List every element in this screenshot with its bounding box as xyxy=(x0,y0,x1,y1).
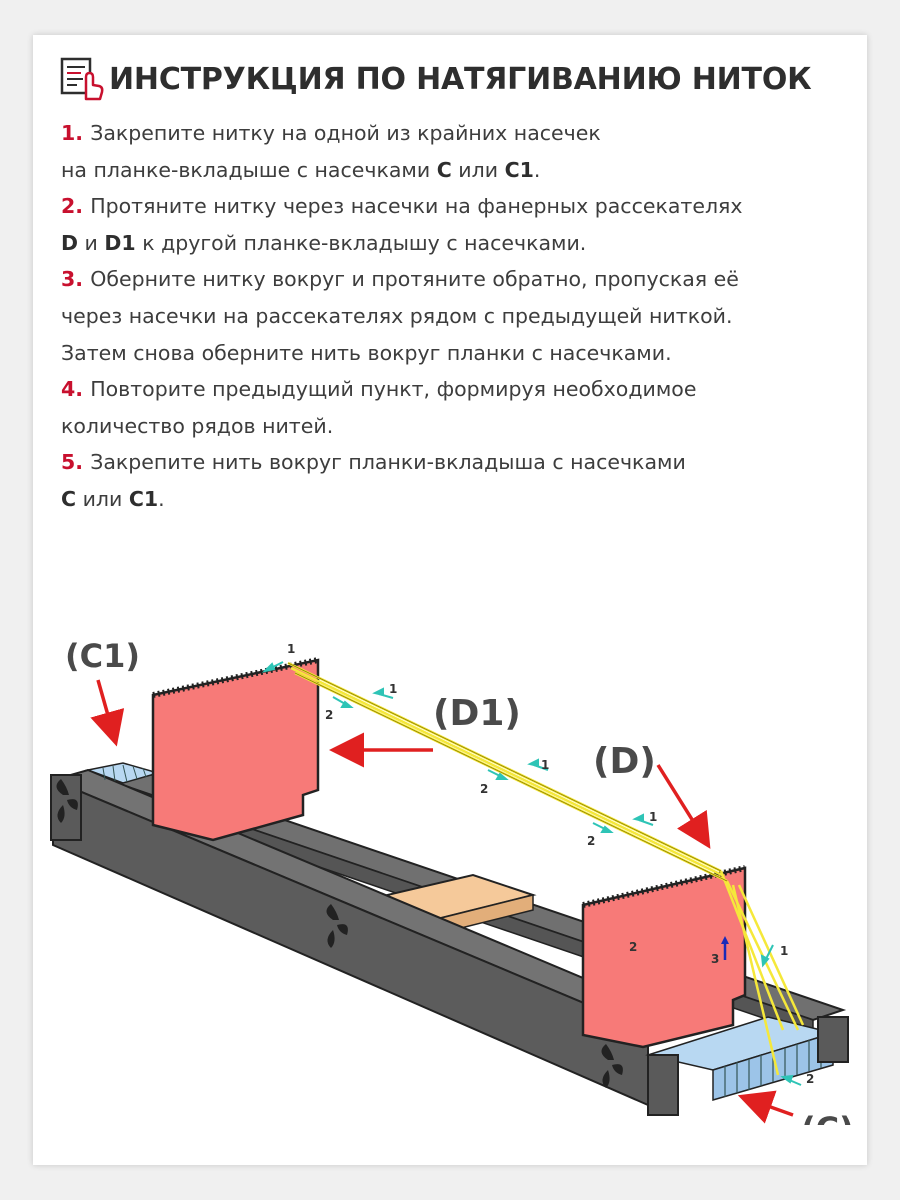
steps-list: 1. Закрепите нитку на одной из крайних н… xyxy=(61,115,861,518)
step-text: Протяните нитку через насечки на фанерны… xyxy=(90,194,743,219)
step-marker: 2 xyxy=(806,1072,814,1086)
step-number: 3. xyxy=(61,267,91,292)
step-5-line: 5. Закрепите нить вокруг планки-вкладыша… xyxy=(61,444,861,481)
step-text: Повторите предыдущий пункт, формируя нео… xyxy=(90,377,697,402)
part-reference: C xyxy=(61,486,77,511)
step-text: и xyxy=(78,230,105,255)
step-text: через насечки на рассекателях рядом с пр… xyxy=(61,303,733,328)
step-marker: 2 xyxy=(587,834,595,848)
step-text: . xyxy=(158,486,165,511)
step-number: 5. xyxy=(61,450,91,475)
step-text: Затем снова оберните нить вокруг планки … xyxy=(61,340,672,365)
divider-d xyxy=(581,866,747,1049)
arrow-to-d xyxy=(656,764,711,849)
step-text: количество рядов нитей. xyxy=(61,413,334,438)
step-text: или xyxy=(451,157,505,182)
step-2-line: 2. Протяните нитку через насечки на фане… xyxy=(61,188,861,225)
step-4-line: количество рядов нитей. xyxy=(61,408,861,445)
step-marker: 1 xyxy=(780,944,788,958)
right-back-post xyxy=(817,1016,849,1063)
step-4-line: 4. Повторите предыдущий пункт, формируя … xyxy=(61,371,861,408)
step-text: Закрепите нить вокруг планки-вкладыша с … xyxy=(90,450,686,475)
label-c: (C) xyxy=(801,1110,854,1125)
step-text: . xyxy=(533,157,541,182)
step-marker: 2 xyxy=(480,782,488,796)
wing-nut-icons xyxy=(56,779,623,1088)
title-row: ИНСТРУКЦИЯ ПО НАТЯГИВАНИЮ НИТОК xyxy=(59,55,812,103)
step-marker: 1 xyxy=(541,758,549,772)
step-2-line: D и D1 к другой планке-вкладышу с насечк… xyxy=(61,225,861,262)
page-title: ИНСТРУКЦИЯ ПО НАТЯГИВАНИЮ НИТОК xyxy=(109,61,812,97)
direction-arrows xyxy=(261,661,802,1086)
step-1-line: на планке-вкладыше с насечками C или C1. xyxy=(61,152,861,189)
step-number: 1. xyxy=(61,121,91,145)
step-text: или xyxy=(76,486,129,511)
part-reference: D xyxy=(61,230,79,255)
step-number: 2. xyxy=(61,194,91,219)
arrow-to-c xyxy=(737,1090,794,1124)
step-1-line: 1. Закрепите нитку на одной из крайних н… xyxy=(61,115,861,152)
step-marker: 1 xyxy=(287,642,295,656)
step-5-line: C или C1. xyxy=(61,481,861,518)
step-marker: 1 xyxy=(649,810,657,824)
step-3-line: через насечки на рассекателях рядом с пр… xyxy=(61,298,861,335)
step-number: 4. xyxy=(61,377,91,402)
step-text: Закрепите нитку на одной из крайних насе… xyxy=(90,121,601,145)
loom-diagram: 1 2 1 2 1 2 1 2 3 1 2 (C1) (D1) (D) (C) xyxy=(49,637,854,1125)
instruction-hand-icon xyxy=(60,57,104,101)
step-markers: 1 2 1 2 1 2 1 2 3 1 2 xyxy=(287,642,814,1086)
part-reference: C xyxy=(436,157,452,182)
step-marker: 2 xyxy=(325,708,333,722)
label-c1: (C1) xyxy=(65,637,140,675)
divider-d1-notches xyxy=(152,657,319,698)
instruction-card: ИНСТРУКЦИЯ ПО НАТЯГИВАНИЮ НИТОК 1. Закре… xyxy=(33,35,867,1165)
step-text: к другой планке-вкладышу с насечками. xyxy=(135,230,587,255)
step-text: Оберните нитку вокруг и протяните обратн… xyxy=(90,267,739,292)
label-d: (D) xyxy=(593,741,656,782)
step-marker: 1 xyxy=(389,682,397,696)
part-reference: D1 xyxy=(104,230,136,255)
step-marker: 2 xyxy=(629,940,637,954)
step-3-line: Затем снова оберните нить вокруг планки … xyxy=(61,335,861,372)
part-reference: C1 xyxy=(504,157,534,182)
part-reference: C1 xyxy=(128,486,159,511)
arrow-to-c1 xyxy=(90,679,125,747)
step-text: на планке-вкладыше с насечками xyxy=(61,157,437,182)
label-d1: (D1) xyxy=(433,693,521,734)
right-front-post xyxy=(647,1054,679,1116)
step-marker: 3 xyxy=(711,952,719,966)
step-3-line: 3. Оберните нитку вокруг и протяните обр… xyxy=(61,261,861,298)
